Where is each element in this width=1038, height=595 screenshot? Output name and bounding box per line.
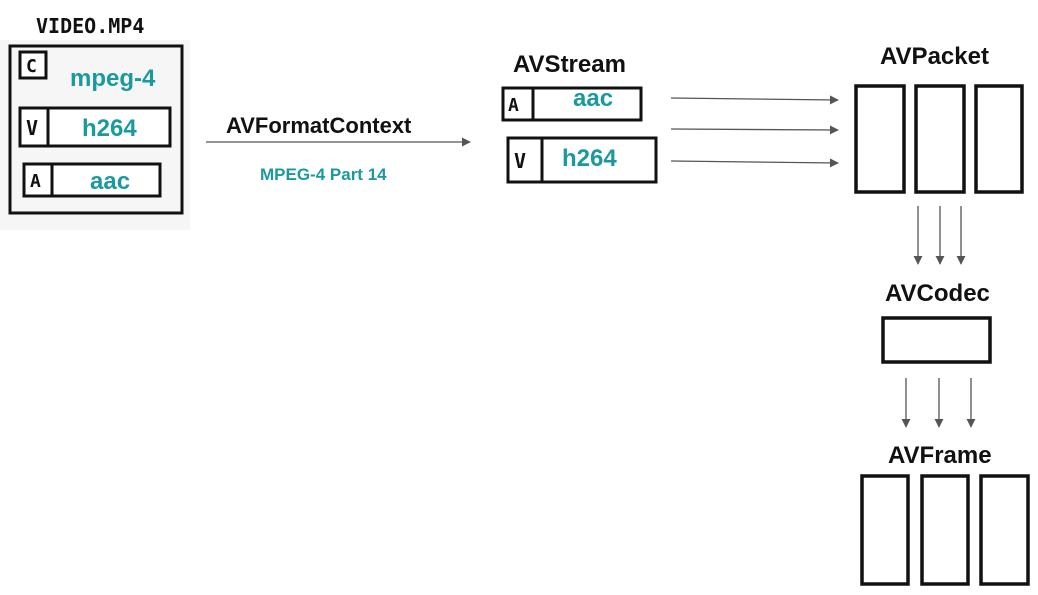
stream-label: AVStream [513,51,626,78]
track-tag: C [26,56,37,77]
codec-group: AVCodec [881,280,992,364]
track-codec: mpeg-4 [70,65,156,92]
track-container-row: C mpeg-4 [18,50,156,92]
stream-tag: A [508,95,519,116]
stream-video: V h264 [506,136,658,184]
stream-to-packet-arrows [670,95,839,168]
track-video-row: V h264 [18,106,172,148]
stream-group: AVStream A aac V h264 [501,51,658,184]
stream-codec: aac [573,85,613,112]
frame-group: AVFrame [860,442,1030,586]
codec-label: AVCodec [885,280,990,307]
frame-block [920,474,970,586]
codec-to-frame-arrows [901,378,976,428]
packet-group: AVPacket [854,43,1024,194]
stream-tag: V [514,149,526,173]
format-context-sublabel: MPEG-4 Part 14 [260,165,387,184]
packet-label: AVPacket [880,43,989,70]
packet-block [854,84,906,194]
track-tag: A [30,171,41,192]
codec-block [881,316,992,364]
track-codec: h264 [82,115,137,142]
format-context-edge: AVFormatContext MPEG-4 Part 14 [206,113,471,184]
video-file-container: VIDEO.MP4 C mpeg-4 V h264 A aac [0,14,190,230]
stream-codec: h264 [562,145,617,172]
video-file-title: VIDEO.MP4 [36,14,144,38]
packet-block [914,84,966,194]
stream-audio: A aac [501,85,643,122]
track-tag: V [26,116,38,140]
frame-label: AVFrame [888,442,992,469]
track-audio-row: A aac [22,162,162,198]
format-context-label: AVFormatContext [226,113,412,138]
packet-to-codec-arrows [913,206,966,265]
packet-block [974,84,1024,194]
track-codec: aac [90,168,130,195]
frame-block [979,474,1030,586]
frame-block [860,474,910,586]
